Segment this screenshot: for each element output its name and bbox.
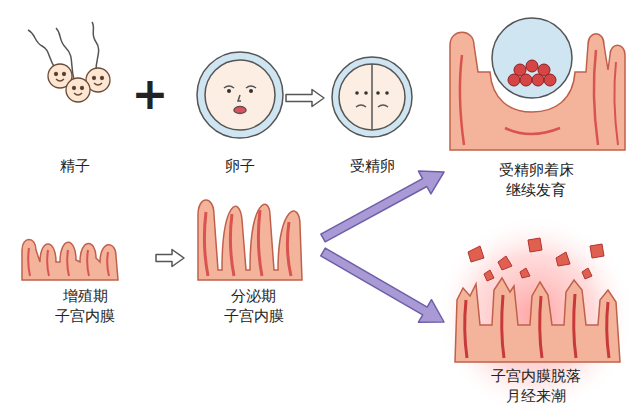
arrow-connector	[321, 248, 444, 322]
figure-caption: 受精卵	[350, 157, 395, 177]
smile	[94, 83, 102, 85]
blood-vessel	[460, 55, 464, 145]
arrow-connector	[321, 171, 444, 242]
eye-lash	[224, 86, 234, 88]
figure-caption: 精子	[60, 157, 90, 177]
eye	[63, 73, 66, 76]
secretory-figure	[198, 200, 302, 280]
figure-node: 受精卵着床 继续发育	[445, 8, 627, 204]
figure-node: 卵子	[195, 45, 285, 180]
figure-caption: 增殖期 子宫内膜	[55, 287, 115, 326]
figure-node: 精子	[20, 30, 130, 180]
eye	[101, 77, 104, 80]
nose	[238, 95, 241, 101]
blood-vessel	[258, 210, 262, 276]
eye-lash	[246, 86, 256, 88]
eye	[227, 89, 231, 93]
blood-vessel	[287, 222, 291, 276]
cell	[520, 74, 532, 86]
blood-vessel	[465, 300, 467, 358]
fragment	[484, 270, 494, 281]
sperm-tail	[92, 22, 99, 70]
egg-figure	[197, 52, 283, 138]
cell-cluster	[508, 60, 556, 86]
tissue-fragments	[468, 238, 604, 281]
cell-divide	[371, 64, 373, 130]
zygote-outer	[332, 57, 412, 137]
fragment	[582, 268, 592, 279]
zygote-figure	[332, 57, 412, 137]
blood-vessel	[574, 294, 576, 358]
figure-caption: 受精卵着床 继续发育	[499, 161, 574, 200]
implantation-figure	[450, 18, 625, 150]
eye	[385, 91, 389, 95]
plus-sign: +	[130, 72, 170, 116]
blood-vessel	[28, 248, 30, 276]
figure-node: 受精卵	[325, 50, 420, 180]
cell	[526, 60, 538, 72]
fragment	[468, 246, 484, 262]
fragment	[556, 252, 570, 266]
sperm-heads	[48, 64, 110, 102]
blastocyst	[492, 18, 572, 98]
arrow-connector	[286, 90, 324, 107]
figure-node: 子宫内膜脱落 月经来潮	[445, 230, 627, 410]
cell	[508, 74, 520, 86]
zygote-inner	[339, 64, 405, 130]
eye	[93, 77, 96, 80]
figure-caption: 子宫内膜脱落 月经来潮	[491, 367, 581, 406]
arrow-connector	[156, 250, 184, 267]
blood-vessel	[505, 128, 560, 134]
blood-vessel	[540, 296, 542, 358]
blood-vessel	[594, 50, 598, 145]
blood-vessel	[47, 250, 49, 276]
cell	[532, 74, 544, 86]
lips	[234, 107, 246, 114]
blood-vessel	[614, 62, 618, 145]
figure-node: 分泌期 子宫内膜	[185, 190, 322, 330]
fragment	[520, 268, 530, 278]
endometrium	[22, 240, 118, 281]
fragment	[498, 256, 512, 270]
eye	[55, 73, 58, 76]
eye	[364, 91, 368, 95]
eye	[376, 91, 380, 95]
blood-vessel	[87, 250, 89, 276]
sperm-head	[66, 78, 90, 102]
mouth	[378, 105, 388, 107]
mouth	[356, 105, 366, 107]
smile	[74, 93, 82, 95]
egg-outer	[197, 52, 283, 138]
red-glow	[435, 215, 635, 415]
sperm-tail	[28, 30, 55, 68]
cell	[544, 74, 556, 86]
figure-caption: 分泌期 子宫内膜	[224, 287, 284, 326]
egg-inner	[205, 60, 275, 130]
smile	[56, 79, 64, 81]
eye	[355, 91, 359, 95]
eye	[73, 87, 76, 90]
blood-vessel	[502, 295, 504, 358]
proliferative-figure	[22, 240, 118, 281]
figure-node: 增殖期 子宫内膜	[15, 228, 155, 330]
fragment	[590, 244, 604, 258]
figure-caption: 卵子	[225, 157, 255, 177]
blood-vessel	[67, 250, 69, 276]
eye	[249, 89, 253, 93]
blood-vessel	[230, 214, 234, 276]
endometrium	[198, 200, 302, 280]
blood-vessel	[204, 212, 208, 276]
blood-vessel	[107, 252, 109, 276]
endometrium	[455, 278, 620, 362]
fragment	[528, 238, 542, 252]
blood-vessel	[607, 302, 609, 358]
menstruation-figure	[435, 215, 635, 415]
eye	[81, 87, 84, 90]
